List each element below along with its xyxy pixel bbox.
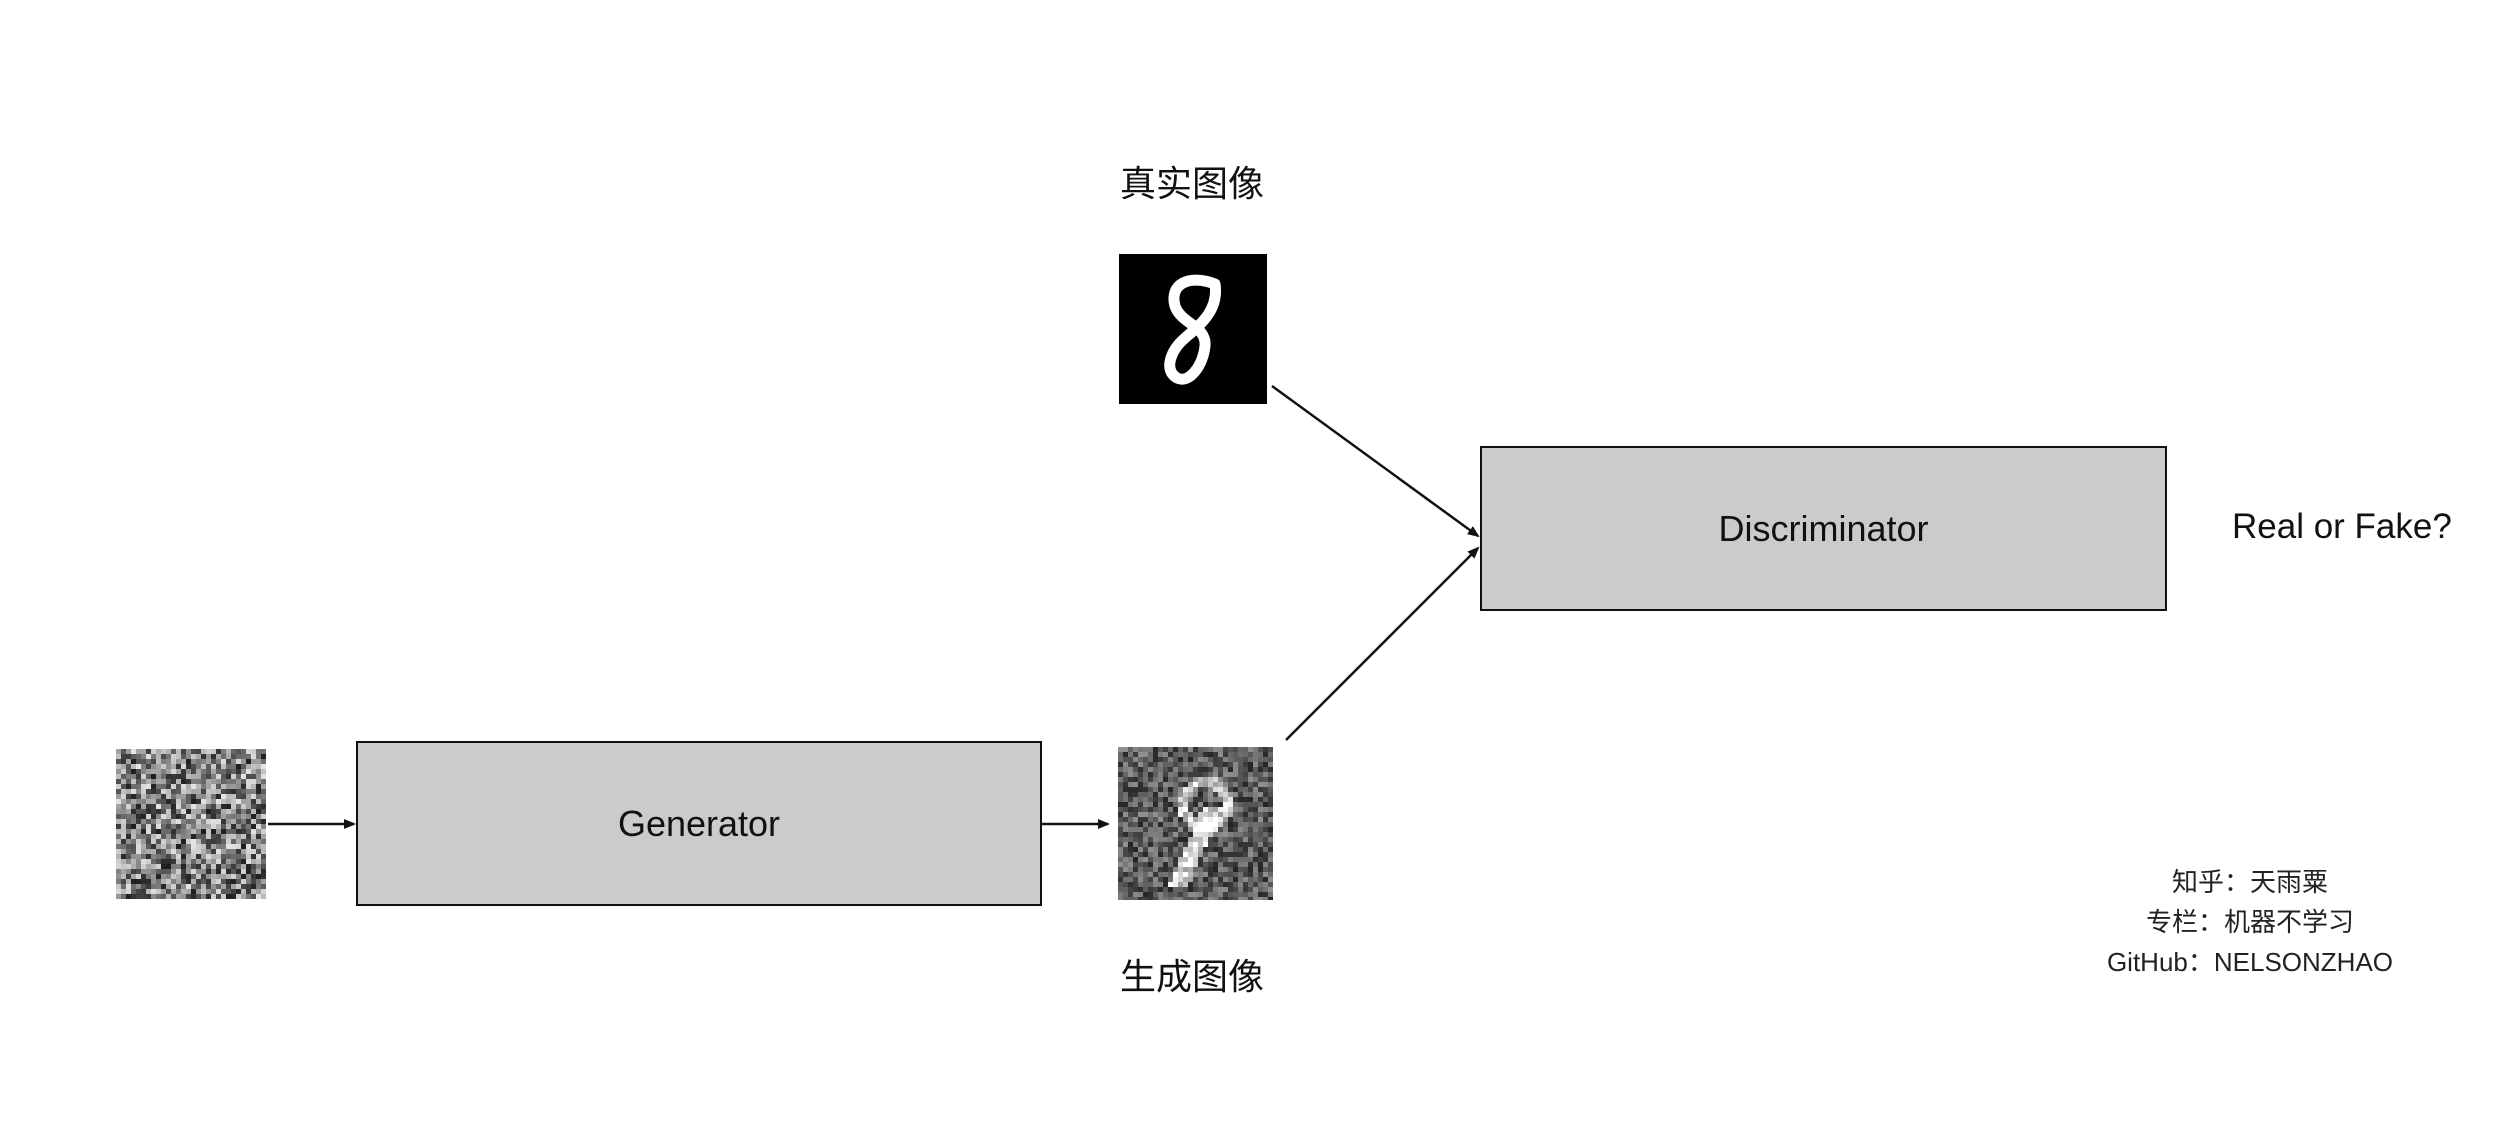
credit-github: GitHub：NELSONZHAO: [2106, 947, 2394, 977]
real-digit-8: [1119, 254, 1267, 404]
generator-box: Generator: [356, 741, 1042, 906]
discriminator-label: Discriminator: [1718, 507, 1929, 549]
noise-pattern: [116, 749, 266, 899]
real-image: [1119, 254, 1267, 404]
discriminator-box: Discriminator: [1480, 446, 2167, 611]
generated-image: [1118, 747, 1273, 900]
credit-zhihu: 知乎：天雨粟: [2171, 867, 2328, 897]
fake-to-discriminator-arrow: [1285, 546, 1480, 741]
real-image-label: 真实图像: [1120, 163, 1265, 204]
generated-image-label: 生成图像: [1120, 956, 1265, 997]
credit-column: 专栏：机器不学习: [2145, 907, 2354, 937]
real-to-discriminator-arrow: [1271, 384, 1480, 538]
credits-block: 知乎：天雨粟 专栏：机器不学习 GitHub：NELSONZHAO: [2100, 862, 2400, 982]
generated-digit-noise: [1118, 747, 1273, 900]
generator-label: Generator: [617, 802, 781, 844]
noise-input-image: [116, 749, 266, 899]
real-or-fake-label: Real or Fake?: [2232, 507, 2452, 546]
